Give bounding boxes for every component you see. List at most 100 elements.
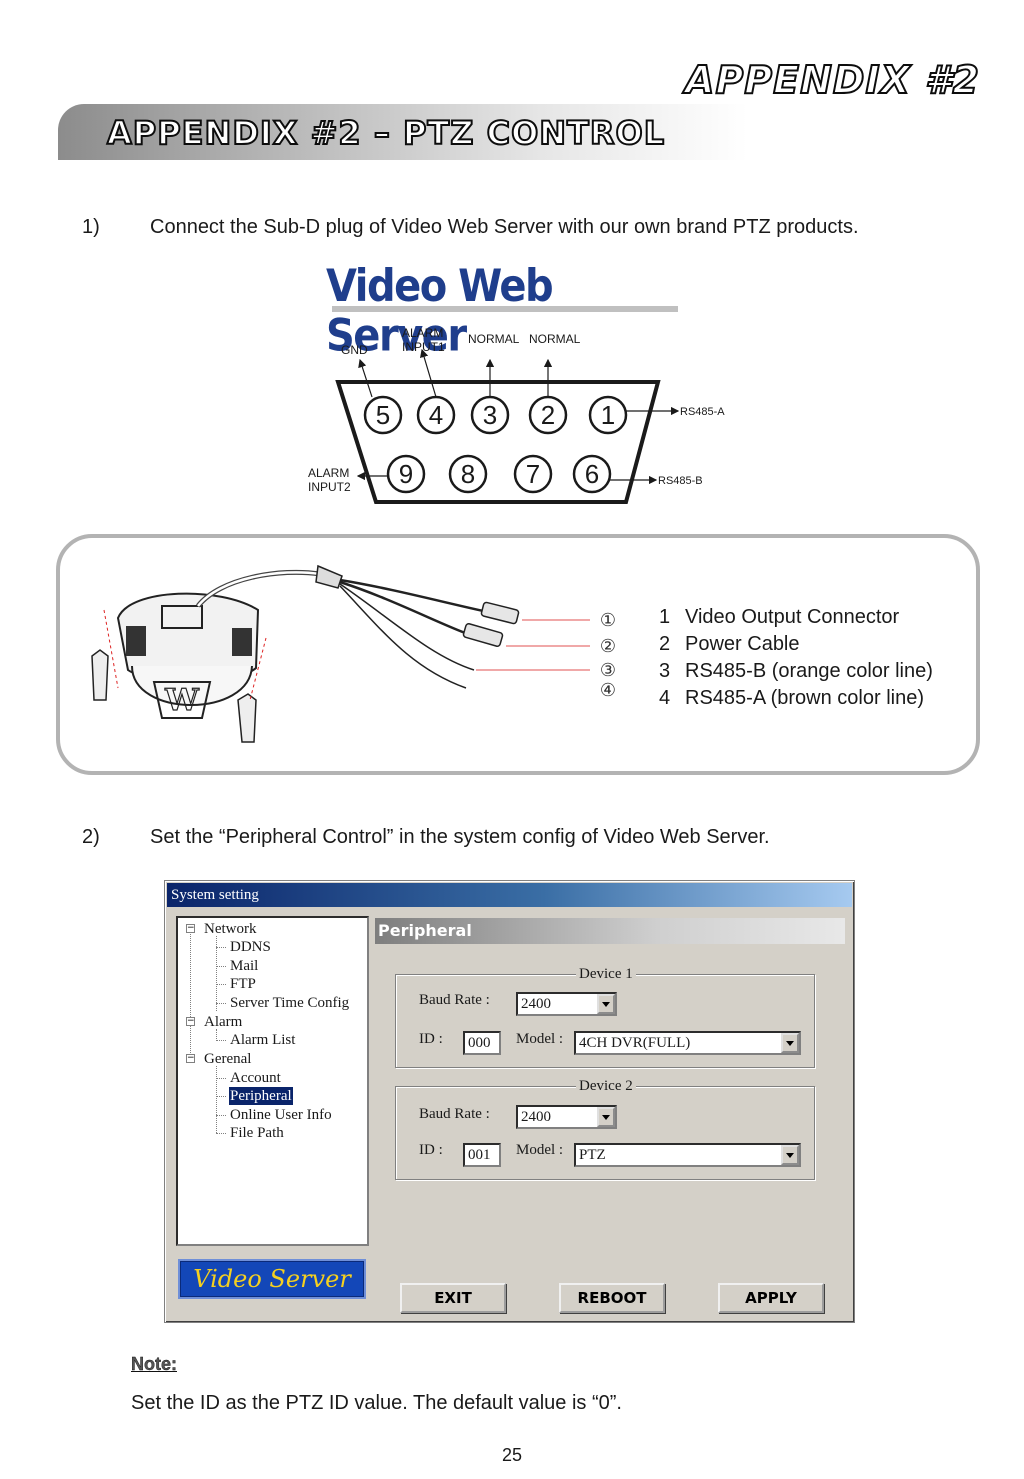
video-connector-plug <box>480 601 520 625</box>
tree-item-general[interactable]: Gerenal <box>204 1051 252 1067</box>
device-2-id-label: ID : <box>419 1142 443 1158</box>
video-web-server-logo: Video Web Server <box>326 262 678 361</box>
pin-label-6: 6 <box>585 459 599 489</box>
title-banner <box>58 104 748 160</box>
tree-item-online-user-info[interactable]: Online User Info <box>230 1107 332 1123</box>
system-setting-window: System setting − − − Network DDNS Mail F… <box>164 880 855 1323</box>
step-2-text: Set the “Peripheral Control” in the syst… <box>150 826 770 848</box>
ptz-camera-cable-illustration: W ① ② ③ ④ <box>91 564 616 743</box>
alarm-collapse-toggle[interactable]: − <box>186 1016 195 1026</box>
marker-4: ④ <box>600 680 616 701</box>
chevron-down-icon[interactable] <box>781 1033 799 1053</box>
tree-item-alarm[interactable]: Alarm <box>204 1014 243 1030</box>
mounting-clip-left <box>91 649 109 701</box>
rs485-b-wire <box>339 583 475 671</box>
power-connector-plug <box>462 622 504 648</box>
label-alarm-input1-line1: ALARM <box>402 326 443 340</box>
ptz-dome-camera: W <box>91 592 267 743</box>
device-2-baud-rate-select[interactable]: 2400 <box>516 1105 617 1129</box>
camera-w-logo: W <box>164 683 200 718</box>
label-rs485-a: RS485-A <box>680 406 725 418</box>
rs485-a-wire <box>339 585 467 689</box>
exit-button[interactable]: EXIT <box>400 1283 506 1313</box>
chevron-down-icon[interactable] <box>781 1145 799 1165</box>
device-2-baud-rate-label: Baud Rate : <box>419 1106 490 1122</box>
pin-label-7: 7 <box>526 459 540 489</box>
pin-label-3: 3 <box>483 400 497 430</box>
network-collapse-toggle[interactable]: − <box>186 923 195 933</box>
tree-item-mail[interactable]: Mail <box>230 958 259 974</box>
label-gnd: GND <box>341 343 368 357</box>
chevron-down-icon[interactable] <box>597 1107 615 1127</box>
device-1-baud-rate-select[interactable]: 2400 <box>516 992 617 1016</box>
cable-legend-number: 2 <box>659 633 671 655</box>
pin-8 <box>448 454 488 494</box>
pin-label-9: 9 <box>399 459 413 489</box>
mounting-clip-right <box>237 693 257 743</box>
general-collapse-toggle[interactable]: − <box>186 1053 195 1063</box>
power-cable-wire <box>339 580 469 636</box>
device-2-id-input[interactable]: 001 <box>463 1143 501 1167</box>
chevron-down-icon[interactable] <box>597 994 615 1014</box>
gnd-leader <box>358 358 373 398</box>
reboot-button[interactable]: REBOOT <box>559 1283 665 1313</box>
device-2-legend: Device 2 <box>576 1077 636 1095</box>
cable-legend-number: 1 <box>659 606 671 628</box>
device-1-model-label: Model : <box>516 1031 564 1047</box>
label-alarm-input1-line2: INPUT1 <box>402 340 445 354</box>
tree-item-peripheral[interactable]: Peripheral <box>229 1087 293 1105</box>
device-2-model-value: PTZ <box>579 1147 606 1163</box>
step-1: 1) Connect the Sub-D plug of Video Web S… <box>82 216 982 242</box>
step-1-number: 1) <box>82 216 100 238</box>
apply-button[interactable]: APPLY <box>718 1283 824 1313</box>
pin-5 <box>363 395 403 435</box>
page-title: APPENDIX #2 – PTZ CONTROL <box>106 113 666 153</box>
device-1-baud-rate-label: Baud Rate : <box>419 992 490 1008</box>
pin-label-1: 1 <box>601 400 615 430</box>
tree-item-alarm-list[interactable]: Alarm List <box>230 1032 296 1048</box>
tree-item-ftp[interactable]: FTP <box>230 976 256 992</box>
step-2-number: 2) <box>82 826 100 848</box>
device-2-model-label: Model : <box>516 1142 564 1158</box>
window-title-bar: System setting <box>167 883 852 907</box>
video-server-logo-button[interactable]: Video Server <box>178 1259 366 1299</box>
marker-2: ② <box>600 636 616 657</box>
device-2-baud-rate-value: 2400 <box>521 1109 551 1125</box>
device-2-group: Device 2 Baud Rate : 2400 ID : 001 Model… <box>395 1077 815 1180</box>
device-1-id-input[interactable]: 000 <box>463 1031 501 1055</box>
tree-item-ddns[interactable]: DDNS <box>230 939 271 955</box>
device-1-model-select[interactable]: 4CH DVR(FULL) <box>574 1031 801 1055</box>
device-2-model-select[interactable]: PTZ <box>574 1143 801 1167</box>
tree-item-file-path[interactable]: File Path <box>230 1125 284 1141</box>
cable-legend-label: RS485-B (orange color line) <box>685 660 933 682</box>
pin-7 <box>513 454 553 494</box>
pin-label-2: 2 <box>541 400 555 430</box>
peripheral-panel-title: Peripheral <box>375 918 845 944</box>
camera-vent-left <box>126 626 146 656</box>
logo-shadow <box>332 306 678 312</box>
cable-splitter <box>315 564 343 589</box>
label-alarm-input2-line2: INPUT2 <box>308 480 351 494</box>
tree-item-account[interactable]: Account <box>230 1070 281 1086</box>
page-number: 25 <box>501 1445 523 1465</box>
tree-item-network[interactable]: Network <box>204 921 257 937</box>
cable-legend-label: Video Output Connector <box>685 606 900 628</box>
alarm1-leader <box>420 348 437 398</box>
pin-label-8: 8 <box>461 459 475 489</box>
cable-diagram-frame <box>56 534 980 775</box>
cable-legend-item: 1 Video Output Connector <box>659 604 979 631</box>
pin-1 <box>588 395 628 435</box>
pin-6 <box>572 454 612 494</box>
device-1-legend: Device 1 <box>576 965 636 983</box>
video-output-wire <box>339 578 489 614</box>
step-1-text: Connect the Sub-D plug of Video Web Serv… <box>150 216 859 238</box>
settings-tree: − − − Network DDNS Mail FTP Server Time … <box>176 916 369 1246</box>
device-1-group: Device 1 Baud Rate : 2400 ID : 000 Model… <box>395 965 815 1068</box>
step-2: 2) Set the “Peripheral Control” in the s… <box>82 826 982 852</box>
tree-item-server-time-config[interactable]: Server Time Config <box>230 995 350 1011</box>
label-rs485-b: RS485-B <box>658 475 703 487</box>
label-normal-1: NORMAL <box>468 332 520 346</box>
